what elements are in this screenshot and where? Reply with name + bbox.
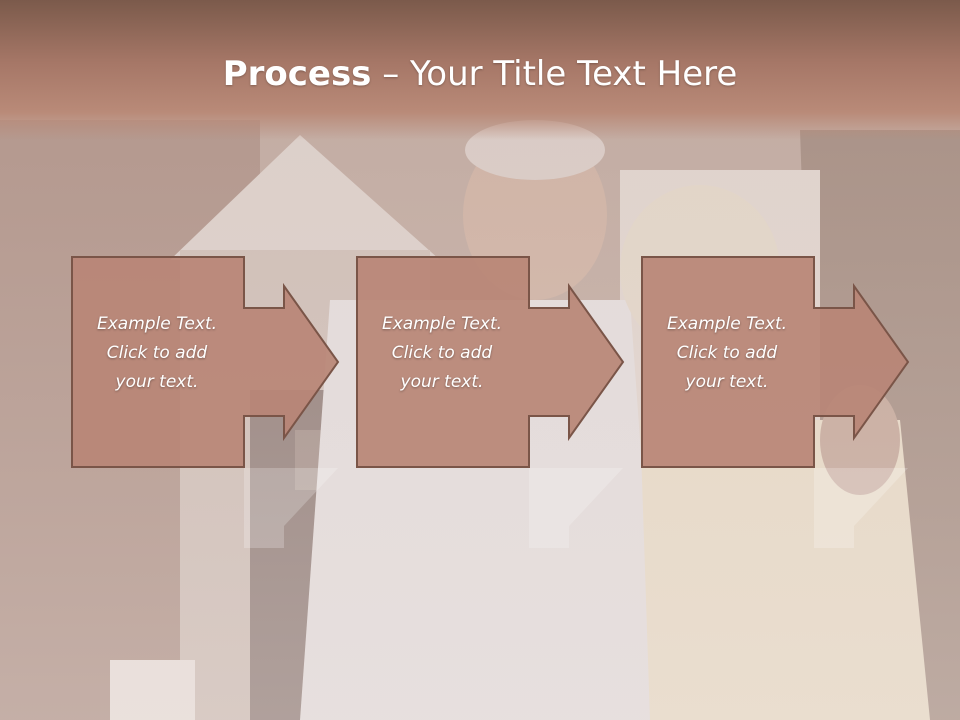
step-1-reflection	[72, 468, 338, 548]
arrow-box-shape	[641, 256, 910, 468]
step-1-text[interactable]: Example Text. Click to add your text.	[71, 310, 243, 397]
step-1-line-2: Click to add	[106, 343, 208, 363]
step-2-line-2: Click to add	[391, 343, 493, 363]
slide-title[interactable]: Process – Your Title Text Here	[0, 52, 960, 96]
step-2-line-1: Example Text.	[381, 314, 503, 334]
step-2-reflection	[357, 468, 623, 548]
title-rest: – Your Title Text Here	[371, 54, 738, 94]
arrow-box-shape	[356, 256, 625, 468]
step-2-text[interactable]: Example Text. Click to add your text.	[356, 310, 528, 397]
step-1-line-3: your text.	[115, 372, 199, 392]
step-1-line-1: Example Text.	[96, 314, 218, 334]
process-step-2[interactable]: Example Text. Click to add your text.	[356, 256, 628, 468]
step-3-reflection	[642, 468, 908, 548]
step-3-text[interactable]: Example Text. Click to add your text.	[641, 310, 813, 397]
title-bar	[0, 0, 960, 140]
step-2-line-3: your text.	[400, 372, 484, 392]
process-step-3[interactable]: Example Text. Click to add your text.	[641, 256, 913, 468]
arrow-box-shape	[71, 256, 340, 468]
process-step-1[interactable]: Example Text. Click to add your text.	[71, 256, 343, 468]
step-3-line-3: your text.	[685, 372, 769, 392]
step-3-line-1: Example Text.	[666, 314, 788, 334]
step-3-line-2: Click to add	[676, 343, 778, 363]
title-bold: Process	[222, 54, 372, 94]
